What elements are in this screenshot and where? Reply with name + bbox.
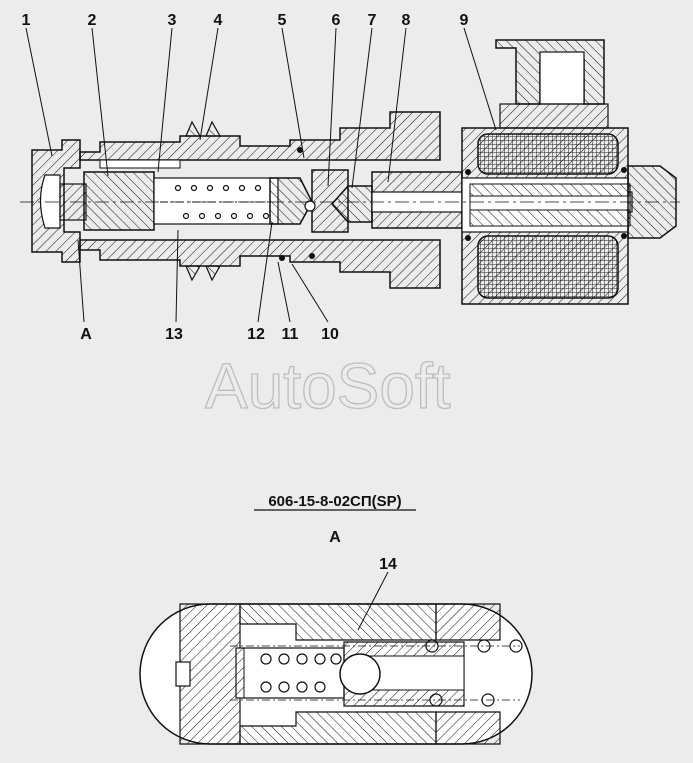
callout-10: 10 — [321, 326, 339, 343]
valve-assembly-section — [20, 39, 680, 305]
detail-a-section — [139, 603, 533, 745]
detail-a-label: A — [329, 529, 341, 546]
callout-6: 6 — [332, 12, 341, 29]
callout-7: 7 — [368, 12, 377, 29]
callout-2: 2 — [88, 12, 97, 29]
callout-1: 1 — [22, 12, 31, 29]
callout-9: 9 — [460, 12, 469, 29]
drawing-title: 606-15-8-02СП(SP) — [268, 493, 401, 510]
callout-5: 5 — [278, 12, 287, 29]
callout-11: 11 — [282, 326, 299, 343]
callout-4: 4 — [214, 12, 223, 29]
leader-lines — [25, 27, 497, 323]
watermark-text: AutoSoft — [205, 350, 451, 422]
callout-14: 14 — [379, 556, 397, 573]
callout-8: 8 — [402, 12, 411, 29]
callout-12: 12 — [247, 326, 265, 343]
callout-13: 13 — [165, 326, 183, 343]
view-a-label: A — [80, 326, 92, 343]
callout-3: 3 — [168, 12, 177, 29]
